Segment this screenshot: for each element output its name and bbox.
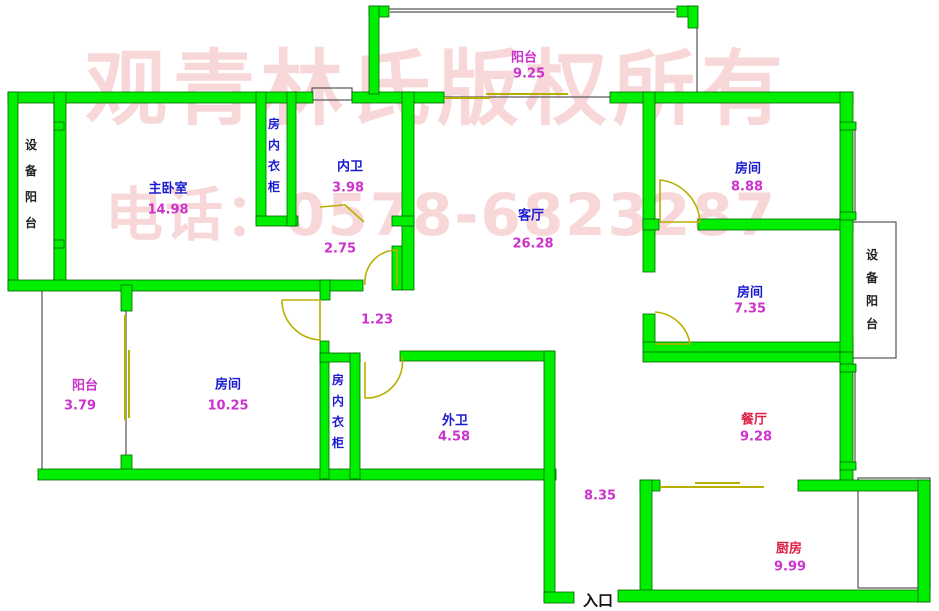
kitchen-area: 9.99 bbox=[773, 559, 807, 575]
room-mid-right-name: 房间 bbox=[736, 285, 764, 301]
equipment-balcony-left-label: 设备阳台 bbox=[24, 138, 37, 230]
door-inner-bath bbox=[319, 204, 365, 223]
kitchen-name: 厨房 bbox=[775, 541, 803, 557]
balcony-left-area: 3.79 bbox=[63, 398, 97, 414]
room-top-right-area: 8.88 bbox=[730, 179, 764, 195]
room-mid-right-area: 7.35 bbox=[733, 301, 767, 317]
living-room-name: 客厅 bbox=[517, 208, 545, 224]
inner-bath-name: 内卫 bbox=[336, 159, 364, 175]
equipment-balcony-right-label: 设备阳台 bbox=[865, 248, 878, 331]
balcony-top-name: 阳台 bbox=[510, 50, 538, 66]
room-top-right-name: 房间 bbox=[734, 161, 762, 177]
balcony-top-area: 9.25 bbox=[512, 66, 546, 82]
dining-area: 9.28 bbox=[739, 429, 773, 445]
swing-doors bbox=[281, 179, 701, 399]
walls bbox=[7, 5, 931, 604]
outer-bath-name: 外卫 bbox=[441, 413, 469, 429]
entry-area: 8.35 bbox=[583, 488, 617, 504]
balcony-left-name: 阳台 bbox=[71, 378, 99, 394]
sliding-doors bbox=[124, 93, 764, 488]
inner-bath-area: 3.98 bbox=[331, 180, 365, 196]
master-bedroom-name: 主卧室 bbox=[148, 181, 188, 197]
watermark-copyright: 观青林氏版权所有 bbox=[85, 42, 790, 137]
watermark-phone: 电话：0578-6823287 bbox=[105, 181, 777, 249]
room-left-area: 10.25 bbox=[207, 398, 249, 414]
hall-small-area: 2.75 bbox=[323, 241, 357, 257]
living-room-area: 26.28 bbox=[512, 236, 554, 252]
master-bedroom-area: 14.98 bbox=[147, 202, 189, 218]
entrance-label: 入口 bbox=[582, 591, 614, 610]
corridor-area: 1.23 bbox=[360, 312, 394, 328]
wardrobe-label-left-room: 房内衣柜 bbox=[331, 373, 344, 450]
room-left-name: 房间 bbox=[214, 377, 242, 393]
dining-name: 餐厅 bbox=[740, 412, 768, 428]
wardrobe-label-master: 房内衣柜 bbox=[267, 117, 280, 194]
outer-bath-area: 4.58 bbox=[437, 429, 471, 445]
